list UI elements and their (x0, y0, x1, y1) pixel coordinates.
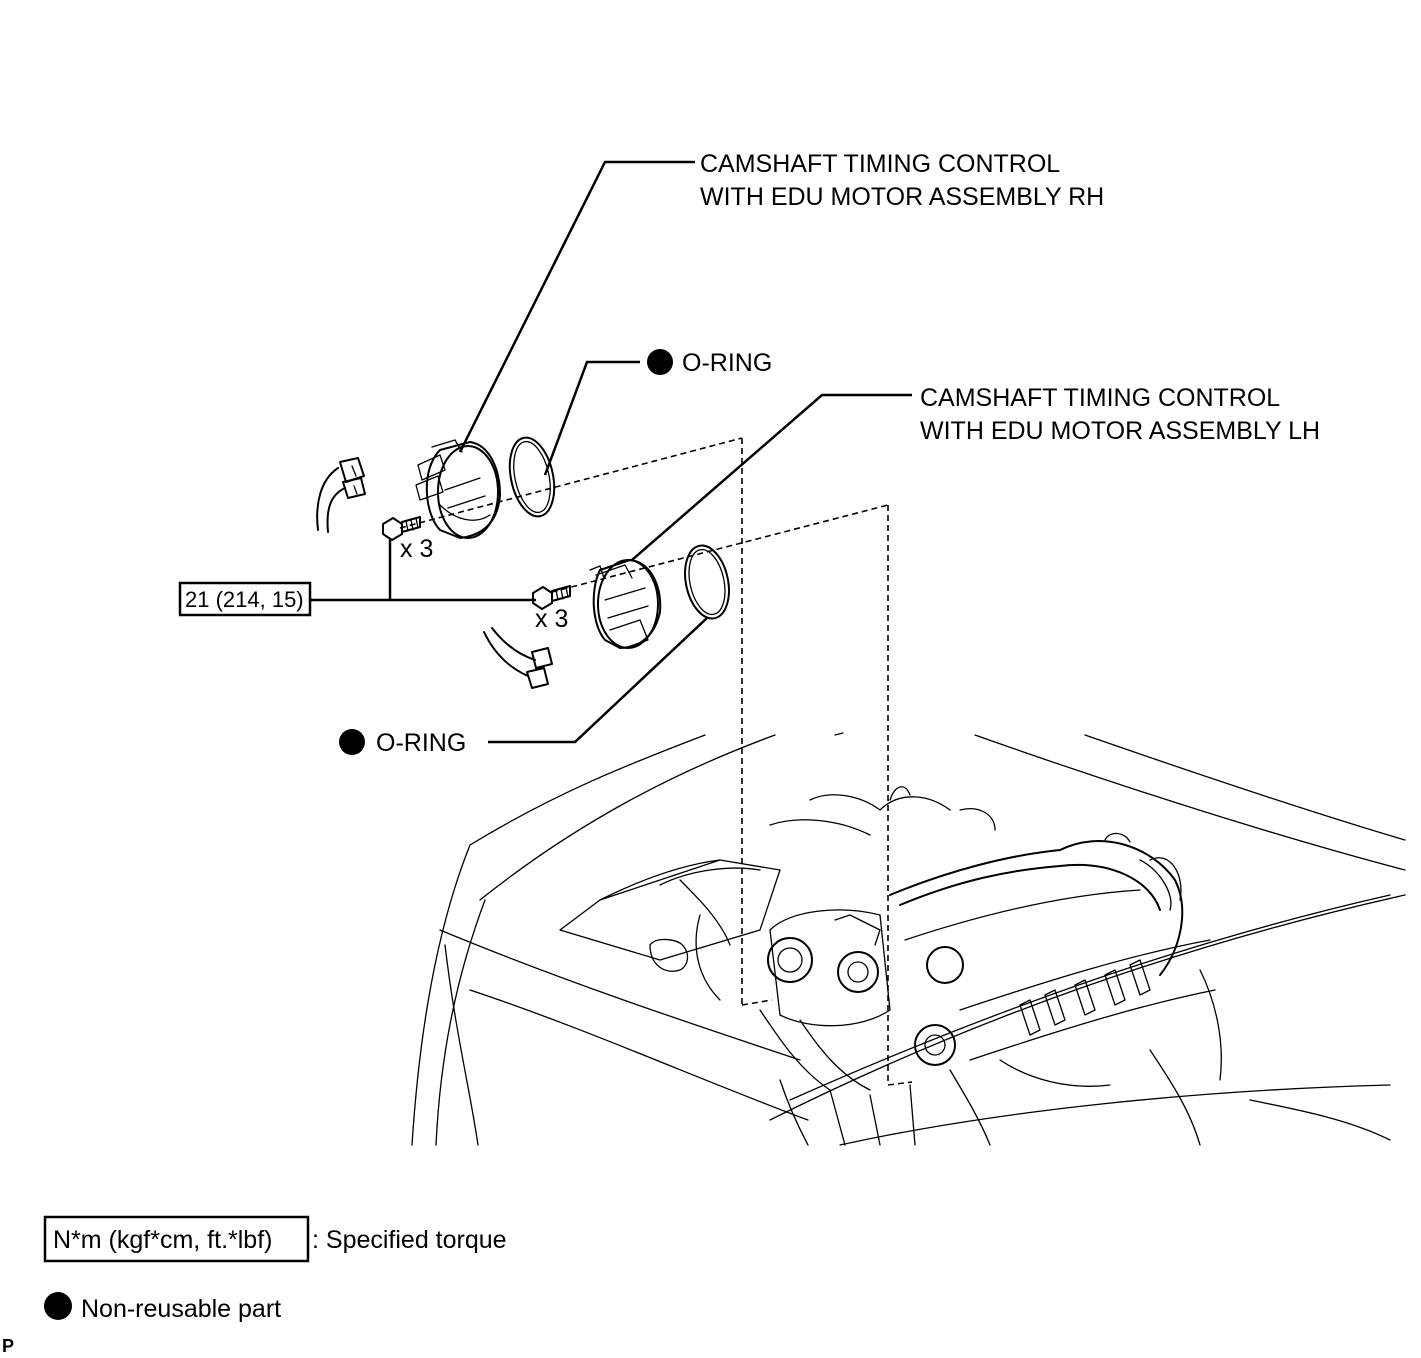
connector-harness-lh (483, 627, 553, 689)
legend: N*m (kgf*cm, ft.*lbf) : Specified torque… (43, 1215, 507, 1323)
bolt-rh (382, 516, 421, 541)
label-o-ring-upper: O-RING (682, 349, 772, 377)
torque-value-box (178, 581, 312, 617)
legend-torque-units: N*m (kgf*cm, ft.*lbf) (53, 1226, 272, 1254)
label-lh-line2: WITH EDU MOTOR ASSEMBLY LH (920, 417, 1320, 445)
non-reusable-dot-icon (44, 1292, 72, 1320)
o-ring-lh (684, 544, 730, 620)
corner-mark: P (2, 1336, 14, 1356)
label-rh-line1: CAMSHAFT TIMING CONTROL (700, 150, 1060, 178)
connector-harness-rh (316, 457, 366, 533)
non-reusable-dot-icon (647, 349, 673, 375)
label-bolt-qty-lower: x 3 (535, 605, 568, 633)
label-lh-line1: CAMSHAFT TIMING CONTROL (920, 384, 1280, 412)
non-reusable-dot-icon (339, 729, 365, 755)
camshaft-timing-motor-rh (415, 439, 501, 539)
engine-compartment-illustration (411, 732, 1406, 1146)
legend-torque-desc: : Specified torque (312, 1226, 507, 1254)
label-rh-line2: WITH EDU MOTOR ASSEMBLY RH (700, 183, 1104, 211)
o-ring-rh (508, 436, 556, 518)
leader-lines (310, 160, 912, 744)
label-bolt-qty-upper: x 3 (400, 535, 433, 563)
camshaft-timing-motor-lh (589, 559, 662, 649)
legend-torque-box (43, 1215, 310, 1263)
bolt-lh (532, 585, 571, 610)
torque-value: 21 (214, 15) (185, 587, 304, 612)
label-o-ring-lower: O-RING (376, 729, 466, 757)
legend-non-reusable-desc: Non-reusable part (81, 1295, 281, 1323)
alignment-dashed-lines (399, 437, 913, 1086)
